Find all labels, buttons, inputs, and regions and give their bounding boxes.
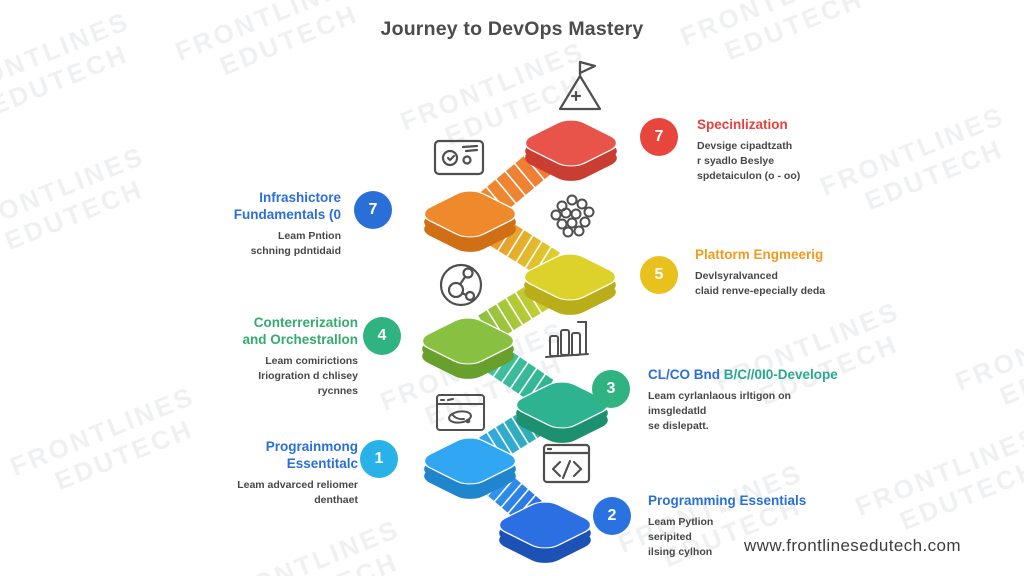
platform-teal [515, 381, 609, 443]
badge-infrastructure: 7 [354, 191, 392, 229]
milestone-programming-right: Programming Essentials Leam Pytlion seri… [648, 492, 806, 560]
milestone-body: Devlsyralvanced claid renve-epecially de… [695, 270, 826, 297]
milestone-title: Conterrerization and Orchestrallon [242, 315, 358, 347]
platform-yellow [523, 253, 617, 315]
milestone-body: Leam Pytlion seripited ilsing cylhon [648, 516, 714, 558]
milestone-body: Leam cyrlanlaous irltigon on imsgledatld… [648, 390, 791, 432]
milestone-cicd: CL/CO Bnd B/C//0I0-Develope Leam cyrlanl… [648, 366, 838, 434]
milestone-platform: Plattorm Engmeerig Devlsyralvanced claid… [695, 246, 825, 299]
badge-specialization: 7 [640, 118, 678, 156]
platform-blue [498, 501, 592, 563]
molecule-icon [439, 263, 483, 307]
website-url: www.frontlinesedutech.com [744, 536, 961, 555]
milestone-containerization: Conterrerization and Orchestrallon Leam … [242, 314, 358, 399]
milestone-title: Infrashictore Fundamentals (0 [233, 190, 341, 222]
code-window-icon [542, 443, 591, 484]
milestone-title: Prograinmong Essentitalc [265, 439, 358, 471]
milestone-body: Devsige cipadtzath r syadlo Beslye spdet… [697, 140, 801, 182]
flag-mountain-icon [558, 60, 602, 111]
platform-orange [423, 190, 517, 252]
badge-platform: 5 [640, 256, 678, 294]
milestone-title: Programming Essentials [648, 493, 807, 508]
bar-chart-icon [545, 321, 589, 358]
milestone-infrastructure: Infrashictore Fundamentals (0 Leam Pntio… [234, 189, 341, 259]
milestone-body: Leam comirictions Iriogration d chlisey … [258, 355, 358, 397]
milestone-title: Plattorm Engmeerig [695, 247, 824, 262]
milestone-title: CL/CO Bnd B/C//0I0-Develope [648, 367, 838, 382]
cluster-icon [550, 194, 595, 238]
milestone-programming-left: Prograinmong Essentitalc Leam advarced r… [237, 438, 358, 508]
milestone-body: Leam Pntion schning pdntidaid [250, 230, 341, 257]
platform-green [421, 317, 515, 379]
milestone-specialization: Specinlization Devsige cipadtzath r syad… [697, 116, 800, 184]
milestone-title: Specinlization [697, 117, 788, 132]
badge-programming-right: 2 [593, 497, 631, 535]
page-title: Journey to DevOps Mastery [380, 18, 644, 40]
certificate-card-icon [433, 139, 485, 176]
platform-cyan [423, 437, 517, 499]
platform-red [524, 119, 618, 181]
badge-programming-left: 1 [360, 440, 398, 478]
badge-containerization: 4 [363, 317, 401, 355]
window-swirl-icon [436, 394, 485, 431]
badge-cicd: 3 [592, 370, 630, 408]
milestone-body: Leam advarced reliomer denthaet [237, 479, 358, 506]
